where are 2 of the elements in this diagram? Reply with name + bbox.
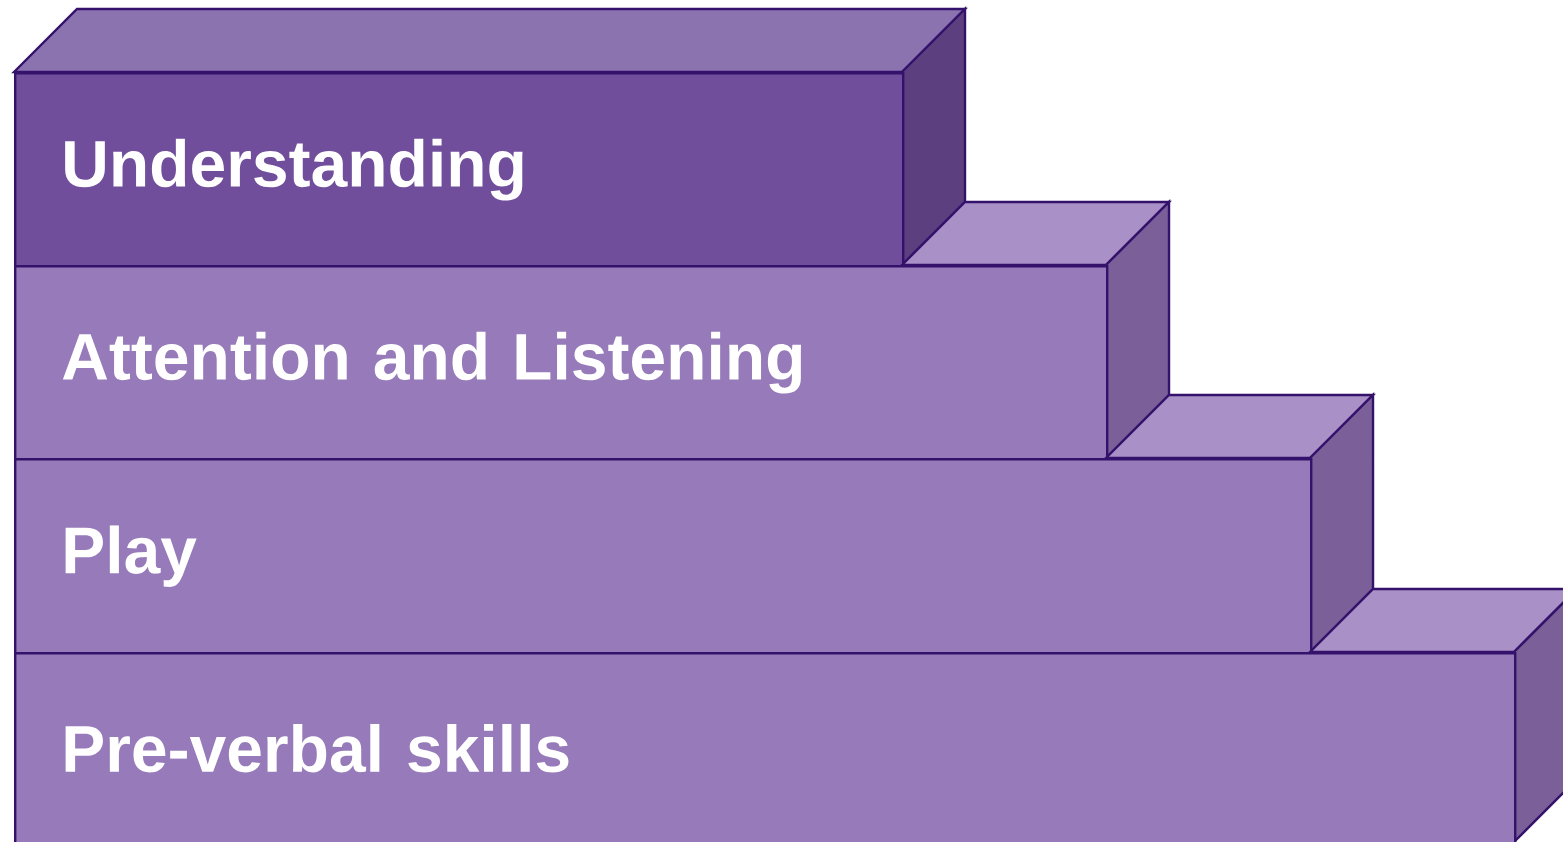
step-block: Pre-verbal skills <box>14 586 1563 842</box>
node-label: Pre-verbal skills <box>65 723 569 773</box>
